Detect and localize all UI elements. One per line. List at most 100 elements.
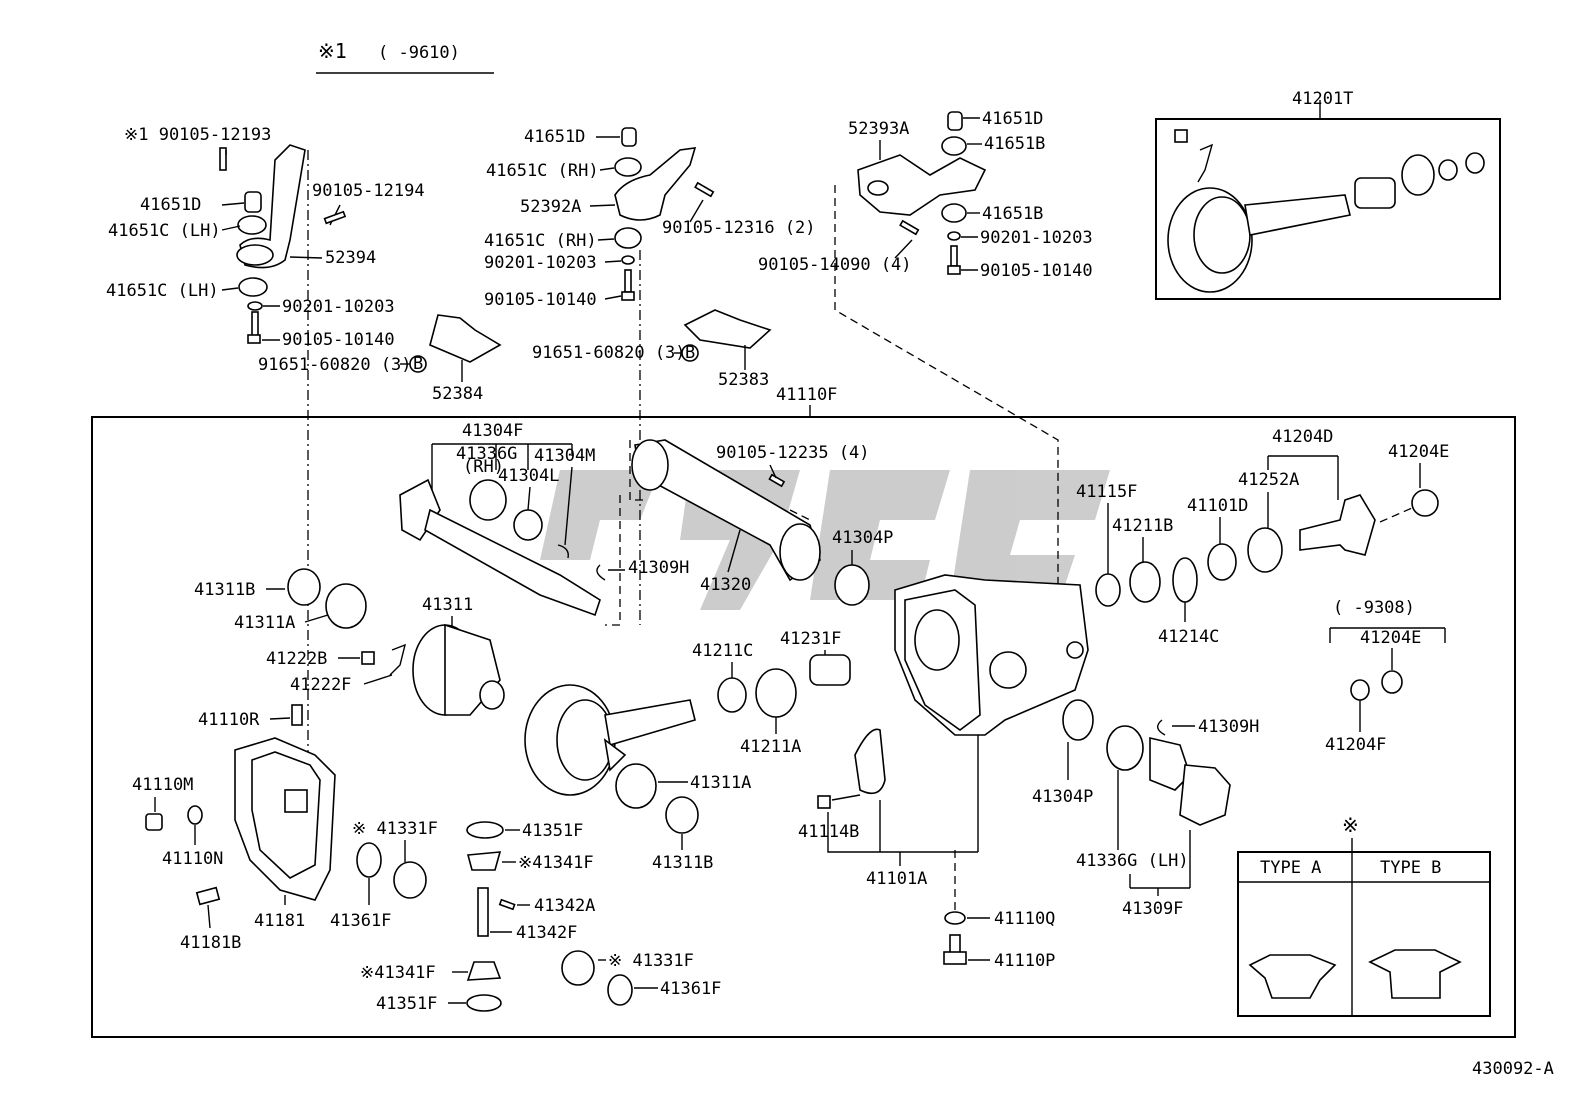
carrier-cover (234, 737, 336, 901)
label-41181b: 41181B (180, 933, 241, 953)
label-41341f-top: ※41341F (518, 853, 594, 873)
callout-b-left: B (413, 354, 423, 374)
label-41110r: 41110R (198, 710, 260, 730)
label-41351f-bot: 41351F (376, 994, 437, 1014)
title-mark: ※1 (318, 39, 347, 63)
ring-pinion-assembly (524, 684, 696, 796)
axle-shaft-rh (399, 478, 601, 617)
label-41204d: 41204D (1272, 427, 1333, 447)
axle-shaft-lh (1149, 736, 1231, 826)
label-41304p-bot: 41304P (1032, 787, 1093, 807)
label-41204f: 41204F (1325, 735, 1386, 755)
label-52392a: 52392A (520, 197, 581, 217)
label-90105-12194: 90105-12194 (312, 181, 425, 201)
label-41115f: 41115F (1076, 482, 1137, 502)
label-41304f: 41304F (462, 421, 523, 441)
label-41351f-top: 41351F (522, 821, 583, 841)
label-41214c: 41214C (1158, 627, 1219, 647)
label-90201-10203-mid: 90201-10203 (484, 253, 597, 273)
label-90201-10203-left: 90201-10203 (282, 297, 395, 317)
type-b-shape (1368, 949, 1462, 999)
label-41309f: 41309F (1122, 899, 1183, 919)
label-41336g-lh: 41336G (LH) (1076, 851, 1189, 871)
callout-b-mid: B (685, 343, 695, 363)
type-a-shape (1248, 954, 1337, 999)
label-41651c-lh-2: 41651C (LH) (106, 281, 219, 301)
label-41341f-bot: ※41341F (360, 963, 436, 983)
label-41114b: 41114B (798, 822, 859, 842)
label-variant-range: ( -9308) (1333, 598, 1415, 618)
label-41309h-bot: 41309H (1198, 717, 1259, 737)
label-52384: 52384 (432, 384, 483, 404)
label-41110f: 41110F (776, 385, 837, 405)
title-block: ※1 ( -9610) (316, 39, 494, 74)
label-41651b-right-1: 41651B (984, 134, 1045, 154)
label-41651b-right-2: 41651B (982, 204, 1043, 224)
label-41110p: 41110P (994, 951, 1055, 971)
label-90105-10140-right: 90105-10140 (980, 261, 1093, 281)
label-41361f-mid: 41361F (660, 979, 721, 999)
label-90105-12316: 90105-12316 (2) (662, 218, 816, 238)
label-41336g-rh: (RH) (463, 457, 504, 477)
label-41222f: 41222F (290, 675, 351, 695)
label-41222b: 41222B (266, 649, 327, 669)
label-x1-90105-12193: ※1 90105-12193 (124, 125, 271, 145)
label-41304m: 41304M (534, 446, 595, 466)
label-41342f: 41342F (516, 923, 577, 943)
ring-pinion-kit (1167, 129, 1485, 293)
title-range: ( -9610) (378, 43, 460, 63)
figure-id: 430092-A (1472, 1059, 1554, 1079)
differential-case (412, 623, 505, 716)
label-41342a: 41342A (534, 896, 595, 916)
label-41331f-left: ※ 41331F (352, 819, 438, 839)
label-41110n: 41110N (162, 849, 223, 869)
label-41309h-top: 41309H (628, 558, 689, 578)
label-41651c-rh-1: 41651C (RH) (486, 161, 599, 181)
label-41336g: 41336G (456, 444, 517, 464)
label-41181: 41181 (254, 911, 305, 931)
rear-mount-left (219, 144, 502, 363)
ring-pinion-kit-frame (1155, 118, 1501, 300)
label-52394: 52394 (325, 248, 376, 268)
label-41311a-top: 41311A (234, 613, 295, 633)
label-41110q: 41110Q (994, 909, 1055, 929)
label-41304p-top: 41304P (832, 528, 893, 548)
rear-mount-right (857, 111, 987, 275)
differential-carrier (894, 574, 1089, 736)
label-41311b-mid: 41311B (652, 853, 713, 873)
rear-mount-mid (614, 127, 772, 349)
type-variant-box: TYPE A TYPE B (1237, 851, 1491, 1017)
assembly-frame (91, 416, 1516, 1038)
label-41201t: 41201T (1292, 89, 1353, 109)
label-90105-10140-mid: 90105-10140 (484, 290, 597, 310)
label-90105-14090: 90105-14090 (4) (758, 255, 912, 275)
label-41101d: 41101D (1187, 496, 1248, 516)
label-41101a: 41101A (866, 869, 927, 889)
axle-tube (631, 439, 821, 582)
label-41252a: 41252A (1238, 470, 1299, 490)
label-41651c-rh-2: 41651C (RH) (484, 231, 597, 251)
label-41331f-mid: ※ 41331F (608, 951, 694, 971)
type-b-label: TYPE B (1380, 858, 1441, 878)
label-41651c-lh-1: 41651C (LH) (108, 221, 221, 241)
label-variant-41204e: 41204E (1360, 628, 1421, 648)
label-41311a-mid: 41311A (690, 773, 751, 793)
label-41311: 41311 (422, 595, 473, 615)
type-a-label: TYPE A (1260, 858, 1321, 878)
label-90105-10140-left: 90105-10140 (282, 330, 395, 350)
variant-box-mark: ※ (1342, 813, 1359, 837)
label-91651-60820-mid: 91651-60820 (3) (532, 343, 686, 363)
label-91651-60820-left: 91651-60820 (3) (258, 355, 412, 375)
label-41211b: 41211B (1112, 516, 1173, 536)
label-41361f-left: 41361F (330, 911, 391, 931)
label-41320: 41320 (700, 575, 751, 595)
label-41231f: 41231F (780, 629, 841, 649)
label-41211a: 41211A (740, 737, 801, 757)
label-41211c: 41211C (692, 641, 753, 661)
label-41304l: 41304L (498, 466, 559, 486)
label-52383: 52383 (718, 370, 769, 390)
label-41311b-top: 41311B (194, 580, 255, 600)
label-41651d-left: 41651D (140, 195, 201, 215)
label-90201-10203-right: 90201-10203 (980, 228, 1093, 248)
